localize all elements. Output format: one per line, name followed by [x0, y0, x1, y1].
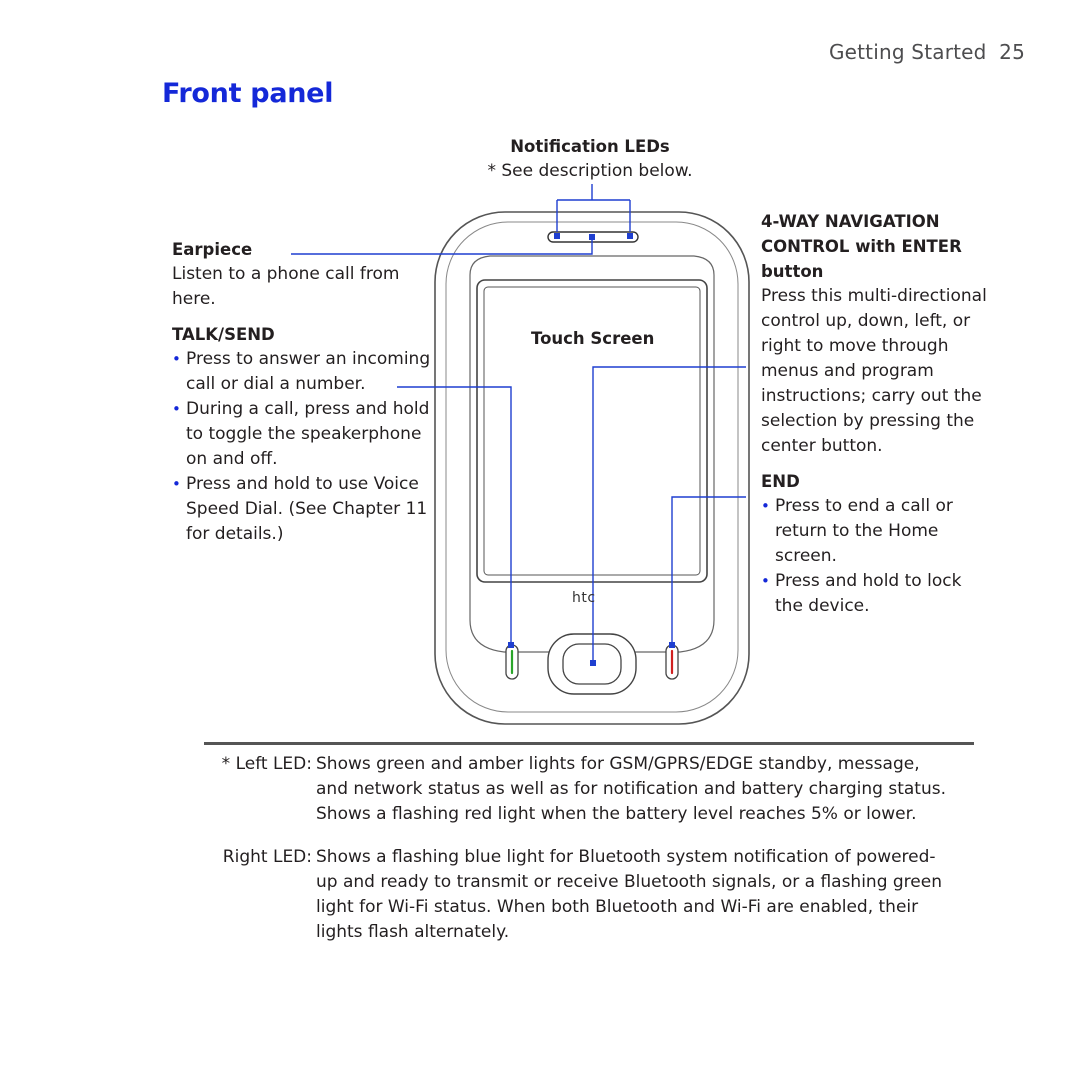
- right-led-description: Shows a flashing blue light for Bluetoot…: [316, 847, 942, 942]
- callout-earpiece-line: [291, 237, 593, 255]
- left-led-label: * Left LED:: [221, 754, 312, 774]
- end-callout: END Press to end a call or return to the…: [761, 469, 1001, 619]
- page-title: Front panel: [162, 78, 334, 109]
- list-item: Press and hold to lock the device.: [761, 569, 1001, 619]
- marker-end: [669, 642, 675, 648]
- earpiece-text-2: here.: [172, 289, 216, 309]
- marker-led-right: [627, 233, 633, 239]
- earpiece-text-1: Listen to a phone call from: [172, 264, 400, 284]
- left-led-description: Shows green and amber lights for GSM/GPR…: [316, 754, 947, 824]
- left-led-note: * Left LED: Shows green and amber lights…: [200, 752, 980, 830]
- list-item: Press to end a call or return to the Hom…: [761, 494, 1001, 569]
- right-led-label: Right LED:: [222, 847, 312, 867]
- earpiece-callout: Earpiece Listen to a phone call from her…: [172, 237, 442, 312]
- callout-leds-line: [556, 184, 631, 232]
- marker-talk: [508, 642, 514, 648]
- marker-earpiece: [589, 234, 595, 240]
- touch-screen: [476, 279, 708, 583]
- list-item: Press to answer an incoming call or dial…: [172, 347, 447, 397]
- callout-screen-line: [592, 366, 746, 663]
- callout-end-line: [671, 496, 746, 645]
- page-number: 25: [999, 40, 1025, 64]
- earpiece-title: Earpiece: [172, 240, 253, 259]
- marker-nav-center: [590, 660, 596, 666]
- end-title: END: [761, 472, 800, 491]
- touch-screen-label: Touch Screen: [531, 329, 655, 348]
- end-list: Press to end a call or return to the Hom…: [761, 494, 1001, 619]
- list-item: Press and hold to use Voice Speed Dial. …: [172, 472, 447, 547]
- notification-leds-title: Notification LEDs: [510, 137, 670, 156]
- talk-send-callout: TALK/SEND Press to answer an incoming ca…: [172, 322, 447, 547]
- notification-leds-callout: Notification LEDs * See description belo…: [440, 134, 740, 184]
- list-item: During a call, press and hold to toggle …: [172, 397, 447, 472]
- section-divider: [204, 742, 974, 745]
- marker-led-left: [554, 233, 560, 239]
- device-face-plate: [469, 255, 715, 653]
- right-led-note: Right LED: Shows a flashing blue light f…: [200, 845, 980, 947]
- talk-send-list: Press to answer an incoming call or dial…: [172, 347, 447, 547]
- section-title: Getting Started: [828, 40, 987, 64]
- page-header: Getting Started 25: [700, 40, 1025, 64]
- notification-leds-note: * See description below.: [487, 161, 693, 181]
- touch-screen-inner: [483, 286, 701, 576]
- htc-logo: htc: [572, 590, 596, 606]
- nav-control-callout: 4-WAY NAVIGATION CONTROL with ENTER butt…: [761, 212, 987, 456]
- talk-send-title: TALK/SEND: [172, 325, 275, 344]
